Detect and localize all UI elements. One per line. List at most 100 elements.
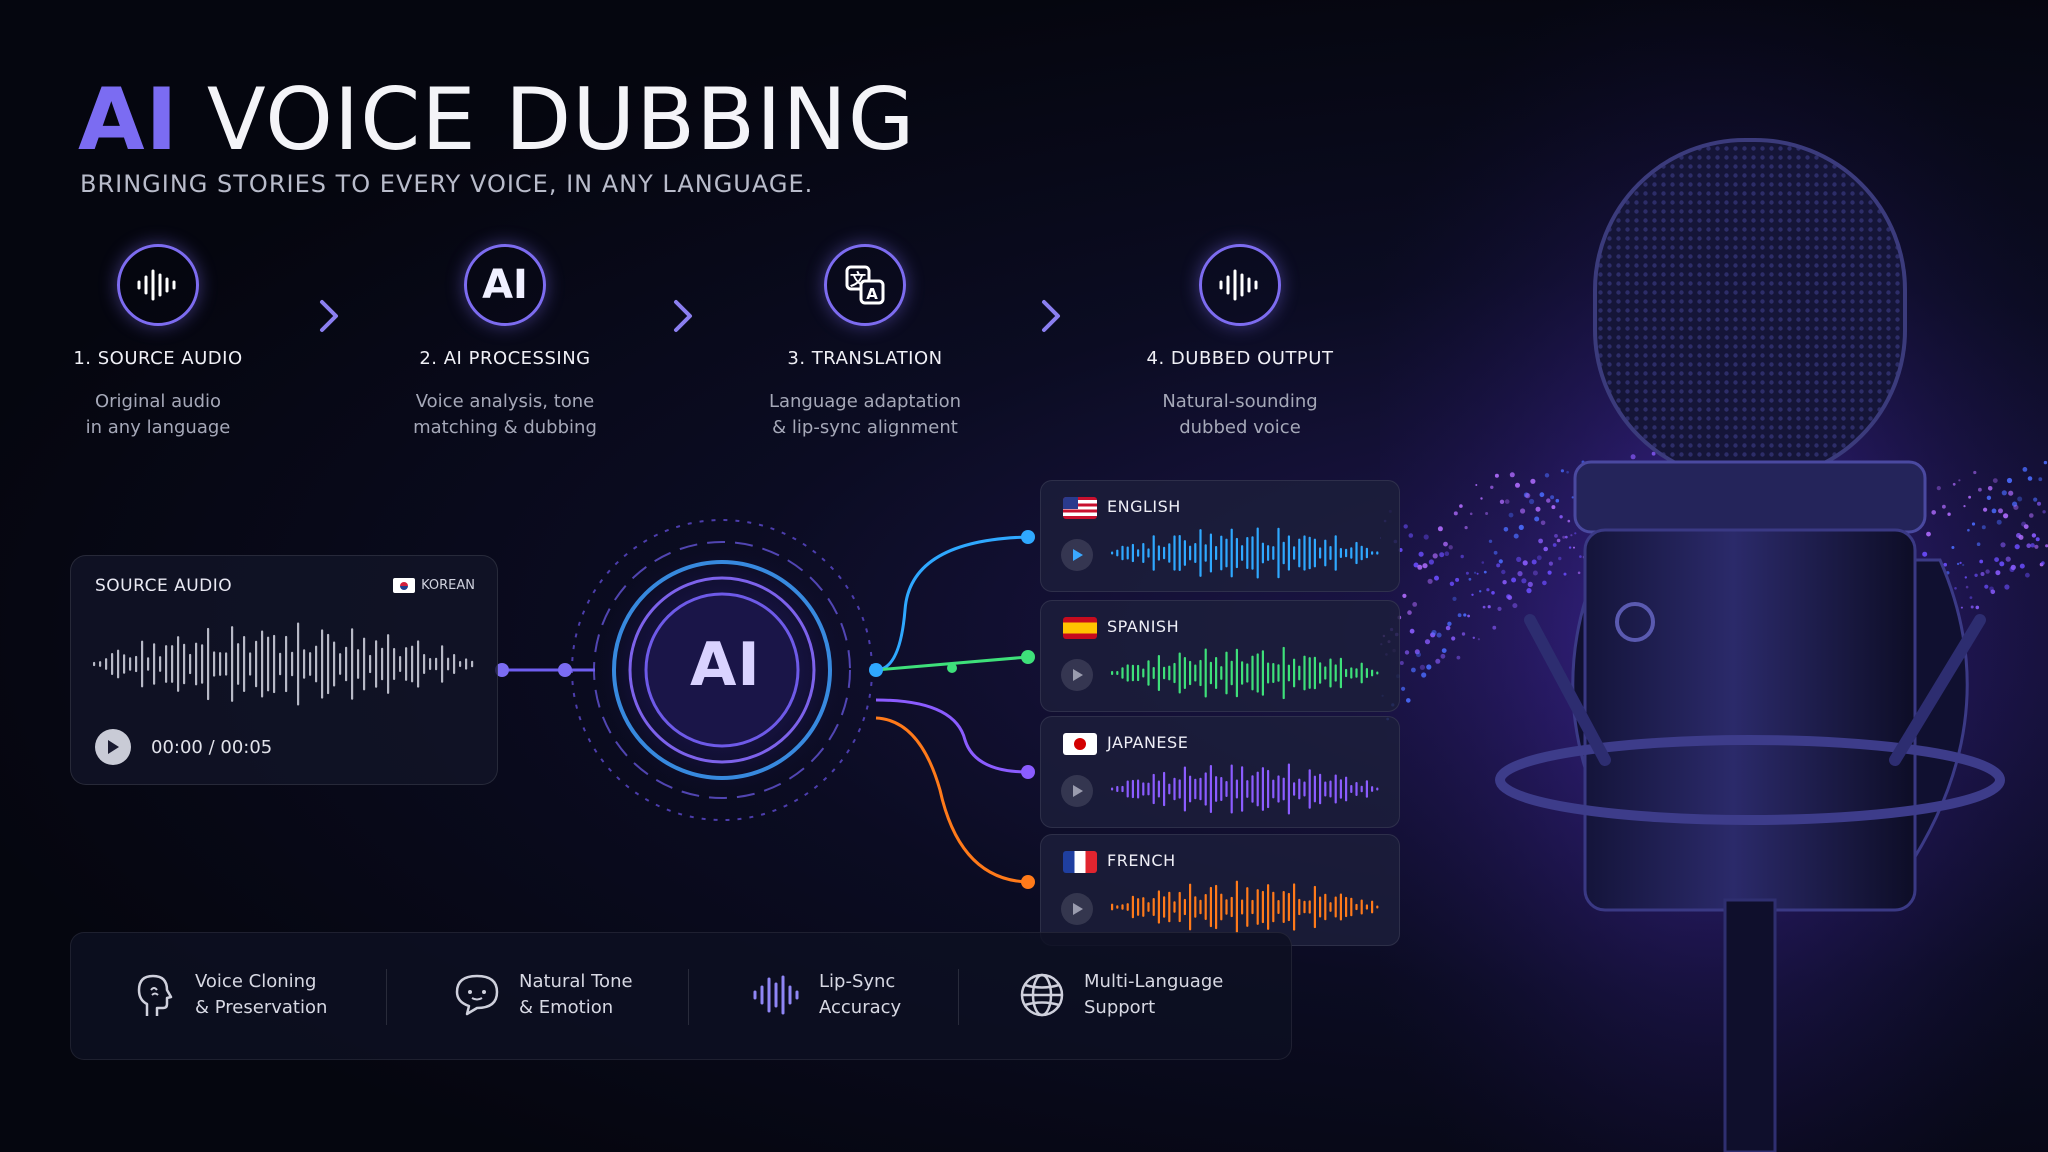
waveform-bar (1131, 664, 1134, 682)
particle (1962, 563, 1965, 567)
particle (1436, 632, 1442, 638)
waveform-bar (1183, 540, 1186, 566)
waveform-bar (1142, 782, 1145, 796)
step-desc-line: Original audio (94, 391, 222, 412)
particle (1954, 587, 1957, 590)
waveform-bar (1365, 668, 1368, 678)
particle (2031, 533, 2037, 538)
feature-line: Voice Cloning (195, 971, 317, 992)
particle (1952, 482, 1956, 486)
particle (1512, 603, 1518, 609)
waveform-bar (471, 660, 474, 668)
play-button-english[interactable] (1061, 539, 1093, 571)
particle (1457, 613, 1462, 618)
waveform-bar (237, 643, 240, 685)
waveform-bar (1376, 787, 1379, 791)
particle (1544, 473, 1550, 478)
waveform-bar (1163, 546, 1166, 560)
particle (1476, 572, 1479, 575)
particle (1999, 561, 2005, 567)
step-label: 2. AI PROCESSING (419, 348, 591, 369)
particle (1535, 506, 1541, 512)
waveform-bar (1267, 884, 1270, 930)
waveform-bar (249, 652, 252, 676)
waveform-bar (1287, 892, 1290, 922)
play-button-french[interactable] (1061, 893, 1093, 925)
feature-divider (386, 969, 387, 1025)
particle (1444, 551, 1450, 556)
waveform-bar (321, 629, 324, 699)
particle (1536, 555, 1542, 561)
waveform-bar (1189, 775, 1192, 803)
waveform-bar (1293, 546, 1296, 560)
waveform-bar (201, 644, 204, 684)
waveform-bar (1360, 785, 1363, 793)
waveform-bar (1194, 778, 1197, 800)
waveform-bar (1215, 656, 1218, 690)
waveform-bar (1199, 529, 1202, 577)
sound-wave-icon (1199, 244, 1281, 326)
waveform-bar (1303, 900, 1306, 914)
particle (1526, 588, 1532, 594)
particle (1432, 553, 1438, 559)
waveform-bar (1308, 769, 1311, 809)
waveform-bar (1204, 893, 1207, 921)
waveform-bar (1282, 646, 1285, 700)
waveform-bar (1287, 664, 1290, 682)
japan-flag-icon (1063, 733, 1097, 755)
waveform-bar (1209, 765, 1212, 813)
feature-multi-language: Multi-Language Support (1018, 969, 1223, 1021)
waveform-bar (1365, 547, 1368, 559)
particle (2006, 477, 2013, 484)
particle (1508, 512, 1514, 518)
step-desc-line: Language adaptation (768, 391, 962, 412)
particle (1452, 596, 1457, 602)
step-desc-line: & lip-sync alignment (772, 417, 958, 438)
particle (1426, 664, 1432, 670)
particle (2014, 544, 2020, 550)
particle (2018, 534, 2024, 540)
particle (1969, 596, 1973, 599)
waveform-bar (1215, 776, 1218, 802)
feature-voice-cloning: Voice Cloning & Preservation (133, 969, 327, 1021)
particle (1422, 563, 1428, 569)
waveform-bar (1163, 666, 1166, 680)
waveform-bar (1235, 880, 1238, 934)
particle (2004, 584, 2010, 590)
particle (1554, 534, 1558, 538)
step-label: 4. DUBBED OUTPUT (1146, 348, 1334, 369)
waveform-bar (447, 657, 450, 671)
particle (1494, 473, 1499, 478)
waveform-bar (1241, 766, 1244, 812)
particle (1534, 516, 1540, 522)
waveform-bar (1246, 780, 1249, 798)
waveform-bar (1220, 893, 1223, 921)
play-button-japanese[interactable] (1061, 775, 1093, 807)
waveform-bar (1313, 538, 1316, 568)
waveform-bar (363, 637, 366, 691)
waveform-bar (1256, 527, 1259, 579)
waveform-bar (1272, 546, 1275, 560)
particle (1427, 578, 1433, 584)
waveform-bar (1178, 534, 1181, 572)
waveform-bar (387, 634, 390, 694)
particle (1922, 551, 1928, 557)
particle (1472, 636, 1475, 639)
waveform-bar (1173, 777, 1176, 801)
waveform-bar (1225, 781, 1228, 797)
waveform-bar (399, 655, 402, 673)
waveform-bar (1313, 656, 1316, 690)
source-audio-card: SOURCE AUDIO KOREAN 00:00 / 00:05 (70, 555, 498, 785)
waveform-bar (111, 653, 114, 675)
particle (1448, 545, 1453, 550)
source-play-button[interactable] (95, 729, 131, 765)
particle (1564, 535, 1568, 539)
chevron-right-icon (1042, 300, 1060, 332)
waveform-bar (1329, 546, 1332, 560)
waveform-bar (1371, 786, 1374, 792)
play-button-spanish[interactable] (1061, 659, 1093, 691)
particle (1451, 636, 1456, 641)
waveform-bar (1251, 655, 1254, 691)
waveform-bar (1225, 538, 1228, 568)
waveform-bar (1173, 901, 1176, 913)
